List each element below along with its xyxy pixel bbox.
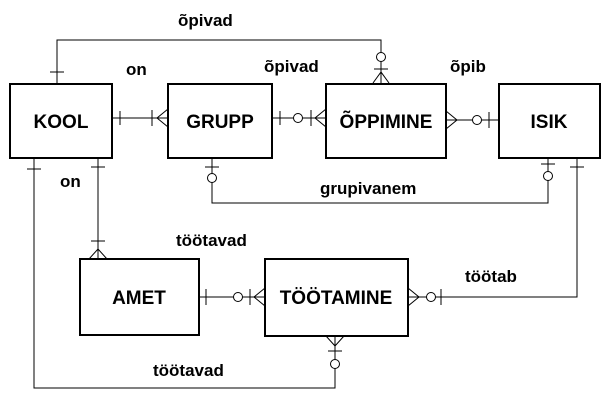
- label-grupp-isik: grupivanem: [320, 179, 416, 198]
- line-kool-oppimine: [56, 39, 382, 83]
- entity-amet-label: AMET: [112, 288, 166, 309]
- label-oppimine-isik: õpib: [450, 57, 486, 76]
- label-kool-grupp: on: [126, 60, 147, 79]
- label-kool-amet: on: [60, 172, 81, 191]
- relationship-labels: õpivad on õpivad õpib on grupivanem tööt…: [60, 11, 517, 380]
- label-amet-tootamine: töötavad: [176, 231, 247, 250]
- label-isik-tootamine: töötab: [465, 267, 517, 286]
- entity-tootamine-label: TÖÖTAMINE: [280, 288, 393, 309]
- label-kool-oppimine: õpivad: [178, 11, 233, 30]
- label-kool-tootamine: töötavad: [153, 361, 224, 380]
- entity-isik: ISIK: [498, 83, 601, 159]
- entity-kool: KOOL: [9, 83, 113, 159]
- entity-oppimine-label: ÕPPIMINE: [340, 111, 433, 133]
- entity-amet: AMET: [79, 258, 200, 336]
- entity-tootamine: TÖÖTAMINE: [264, 258, 409, 337]
- label-grupp-oppimine: õpivad: [264, 57, 319, 76]
- entity-oppimine: ÕPPIMINE: [325, 83, 447, 159]
- entity-grupp-label: GRUPP: [186, 112, 254, 133]
- entity-isik-label: ISIK: [531, 112, 568, 133]
- line-isik-tootamine: [408, 158, 578, 298]
- cardinality-marks: [27, 52, 584, 369]
- entity-kool-label: KOOL: [34, 112, 89, 133]
- entity-grupp: GRUPP: [167, 83, 273, 159]
